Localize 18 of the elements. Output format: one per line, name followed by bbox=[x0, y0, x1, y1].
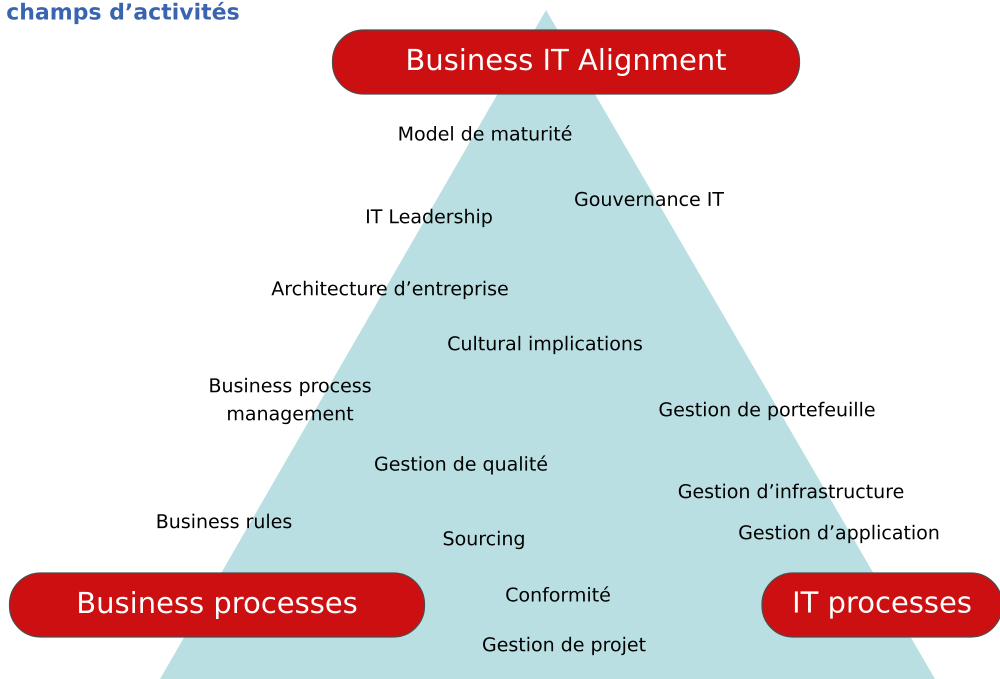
text-label: Business process management bbox=[210, 378, 371, 424]
pill-box: Business IT Alignment bbox=[332, 29, 800, 95]
title: champs d’activités bbox=[7, 2, 239, 24]
text-label: Sourcing bbox=[444, 530, 524, 550]
text-label: Gestion de projet bbox=[483, 636, 646, 656]
text-label: Business rules bbox=[158, 514, 292, 528]
pill-box: Business processes bbox=[8, 572, 426, 638]
text-label: Gestion d’infrastructure bbox=[678, 484, 904, 498]
text-label: IT Leadership bbox=[367, 208, 492, 228]
text-label: Cultural implications bbox=[448, 336, 642, 354]
text-label: Architecture d’entreprise bbox=[271, 280, 508, 300]
text-label: Gouvernance IT bbox=[575, 192, 724, 206]
text-label: Gestion de portefeuille bbox=[660, 402, 875, 420]
text-label: Gestion de qualité bbox=[375, 455, 547, 475]
pill-box: IT processes bbox=[761, 572, 1000, 638]
text-label: Gestion d’application bbox=[739, 524, 938, 544]
text-label: Model de maturité bbox=[400, 125, 572, 141]
text-label: Conformité bbox=[506, 586, 610, 602]
